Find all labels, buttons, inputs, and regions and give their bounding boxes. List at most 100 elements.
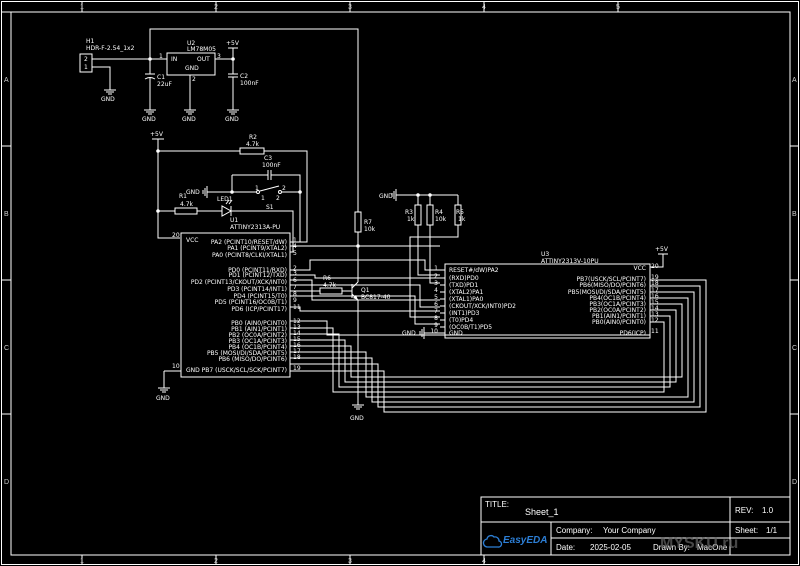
- vcc-symbol: +5V: [226, 40, 240, 49]
- u3-pin-number: 1: [434, 265, 438, 272]
- u3-pin-label: (CKOUT/XCK/INT0)PD2: [449, 303, 516, 310]
- h1-connector[interactable]: 2 1 H1 HDR-F-2.54_1x2: [79, 38, 135, 73]
- c1-capacitor[interactable]: C1 22uF: [144, 73, 172, 110]
- gnd-label: GND: [402, 330, 416, 337]
- title-value: Sheet_1: [525, 507, 559, 517]
- u3-pin-label: (INT1)PD3: [449, 310, 480, 317]
- s1-pin: 1: [255, 185, 259, 192]
- u1-pin-label: PD3 (PCINT14/INT1): [227, 286, 287, 293]
- u3-pin-number: 6: [434, 301, 438, 308]
- r3-resistor[interactable]: R3 1k: [405, 204, 422, 226]
- u1-ref: U1: [230, 217, 238, 224]
- col-label: 4: [482, 4, 486, 11]
- col-label: 3: [348, 558, 352, 565]
- vcc-symbol: +5V: [655, 246, 669, 255]
- gnd-label: GND: [350, 415, 364, 422]
- col-label: 4: [482, 558, 486, 565]
- u3-pin-label: PB3(OC1A/PCINT3): [589, 301, 646, 308]
- gnd-symbol: GND: [142, 109, 156, 123]
- u3-pin-number: 4: [434, 287, 438, 294]
- col-label: 5: [616, 4, 620, 11]
- rev-label: REV:: [735, 506, 753, 515]
- u1-pin-label: PB5 (MOSI/DI/SDA/PCINT5): [207, 350, 287, 357]
- u3-pin-label: GND: [449, 330, 463, 337]
- u3-pin-number: 16: [651, 293, 659, 300]
- c3-capacitor[interactable]: C3 100nF: [262, 155, 281, 180]
- u2-pin3: 3: [217, 53, 221, 60]
- u3-pin-label: (RXD)PD0: [449, 275, 479, 282]
- u3-pin-number: 11: [651, 328, 659, 335]
- u3-pin-number: 5: [434, 294, 438, 301]
- u3-pin-label: RESET#/dW)PA2: [449, 267, 499, 274]
- row-label: B: [4, 211, 9, 218]
- u3-pin-label: PB2(OC0A/PCINT2): [589, 307, 646, 314]
- r5-resistor[interactable]: R5 1k: [454, 204, 466, 226]
- c2-ref: C2: [240, 73, 248, 80]
- vcc-label: +5V: [150, 131, 164, 138]
- c1-ref: C1: [157, 74, 165, 81]
- s1-switch[interactable]: 1 2 1 2 S1: [255, 185, 286, 211]
- u2-ref: U2: [187, 40, 195, 47]
- u3-pin-number: 17: [651, 287, 659, 294]
- u1-pin-label: PD6 (ICP/PCINT17): [231, 306, 287, 313]
- u3-pin-number: 15: [651, 299, 659, 306]
- u1-pin-label: PD0 (PCINT11/RXD): [228, 267, 287, 274]
- u3-pin-number: 19: [651, 274, 659, 281]
- col-label: 2: [214, 558, 218, 565]
- c2-capacitor[interactable]: C2 100nF: [228, 73, 259, 110]
- gnd-label: GND: [186, 189, 200, 196]
- r1-resistor[interactable]: R1 4.7k: [174, 193, 198, 215]
- u2-gnd-label: GND: [185, 65, 199, 72]
- r3-value: 1k: [407, 216, 415, 223]
- gnd-symbol: GND: [379, 189, 397, 201]
- u3-pin-label: PB1(AIN1/PCINT1): [592, 313, 646, 320]
- title-label: TITLE:: [485, 500, 509, 509]
- led1-ref: LED1: [217, 196, 233, 203]
- r2-resistor[interactable]: R2 4.7k: [239, 134, 265, 155]
- u3-pin-list: RESET#/dW)PA21(RXD)PD02(TXD)PD13(XTAL2)P…: [430, 263, 658, 337]
- date-value: 2025-02-05: [590, 543, 631, 552]
- sheet-label: Sheet:: [735, 526, 758, 535]
- col-label: 2: [214, 4, 218, 11]
- vcc-symbol: +5V: [150, 131, 164, 140]
- u1-pin-number: 5: [293, 250, 297, 257]
- u3-pin-number: 8: [434, 315, 438, 322]
- col-label: 3: [348, 4, 352, 11]
- r5-value: 1k: [458, 216, 466, 223]
- drawn-label: Drawn By:: [653, 543, 690, 552]
- u1-pin-label: PB2 (OC0A/PCINT2): [228, 332, 287, 339]
- r7-resistor[interactable]: R7 10k: [354, 211, 376, 233]
- gnd-label: GND: [142, 116, 156, 123]
- u3-pin-label: (XTAL2)PA1: [449, 289, 483, 296]
- u2-value: LM78M05: [187, 46, 216, 53]
- vcc-label: +5V: [655, 246, 669, 253]
- bus-wires: [290, 259, 707, 413]
- gnd-symbol: GND: [156, 387, 170, 402]
- u3-pin-label: (T0)PD4: [449, 317, 473, 324]
- u1-vcc-pin: 20: [172, 232, 180, 239]
- u3-pin-label: PB7(USCK/SCL/PCINT7): [577, 276, 647, 283]
- s1-pin: 2: [282, 185, 286, 192]
- r2-ref: R2: [249, 134, 257, 141]
- u1-pin-label: PD4 (PCINT15/T0): [233, 293, 287, 300]
- row-label: A: [4, 77, 9, 84]
- u3-pin-number: 18: [651, 280, 659, 287]
- r4-resistor[interactable]: R4 10k: [426, 204, 447, 226]
- u2-regulator[interactable]: IN OUT GND U2 LM78M05 1 3 2: [159, 40, 221, 83]
- u1-chip[interactable]: U1 ATTINY2313A-PU VCC 20 10 PA2 (PCINT10…: [172, 217, 301, 378]
- row-label: D: [4, 479, 9, 486]
- led1-diode[interactable]: LED1: [217, 196, 233, 217]
- u1-pin-label: PA0 (PCINT8/CLKI/XTAL1): [212, 252, 287, 259]
- row-label: B: [792, 211, 797, 218]
- date-label: Date:: [556, 543, 575, 552]
- watermark: MYSKU.ru: [660, 535, 738, 552]
- row-label: C: [792, 345, 797, 352]
- h1-value: HDR-F-2.54_1x2: [86, 45, 135, 52]
- u3-pin-number: 2: [434, 273, 438, 280]
- u3-chip[interactable]: U3 ATTINY2313V-10PU RESET#/dW)PA21(RXD)P…: [430, 251, 659, 339]
- h1-pin2: 2: [84, 56, 88, 63]
- u3-pin-label: PB0(AIN0/PCINT0): [592, 319, 646, 326]
- u3-pin-label: PB6(MISO/DO/PCINT6): [579, 282, 646, 289]
